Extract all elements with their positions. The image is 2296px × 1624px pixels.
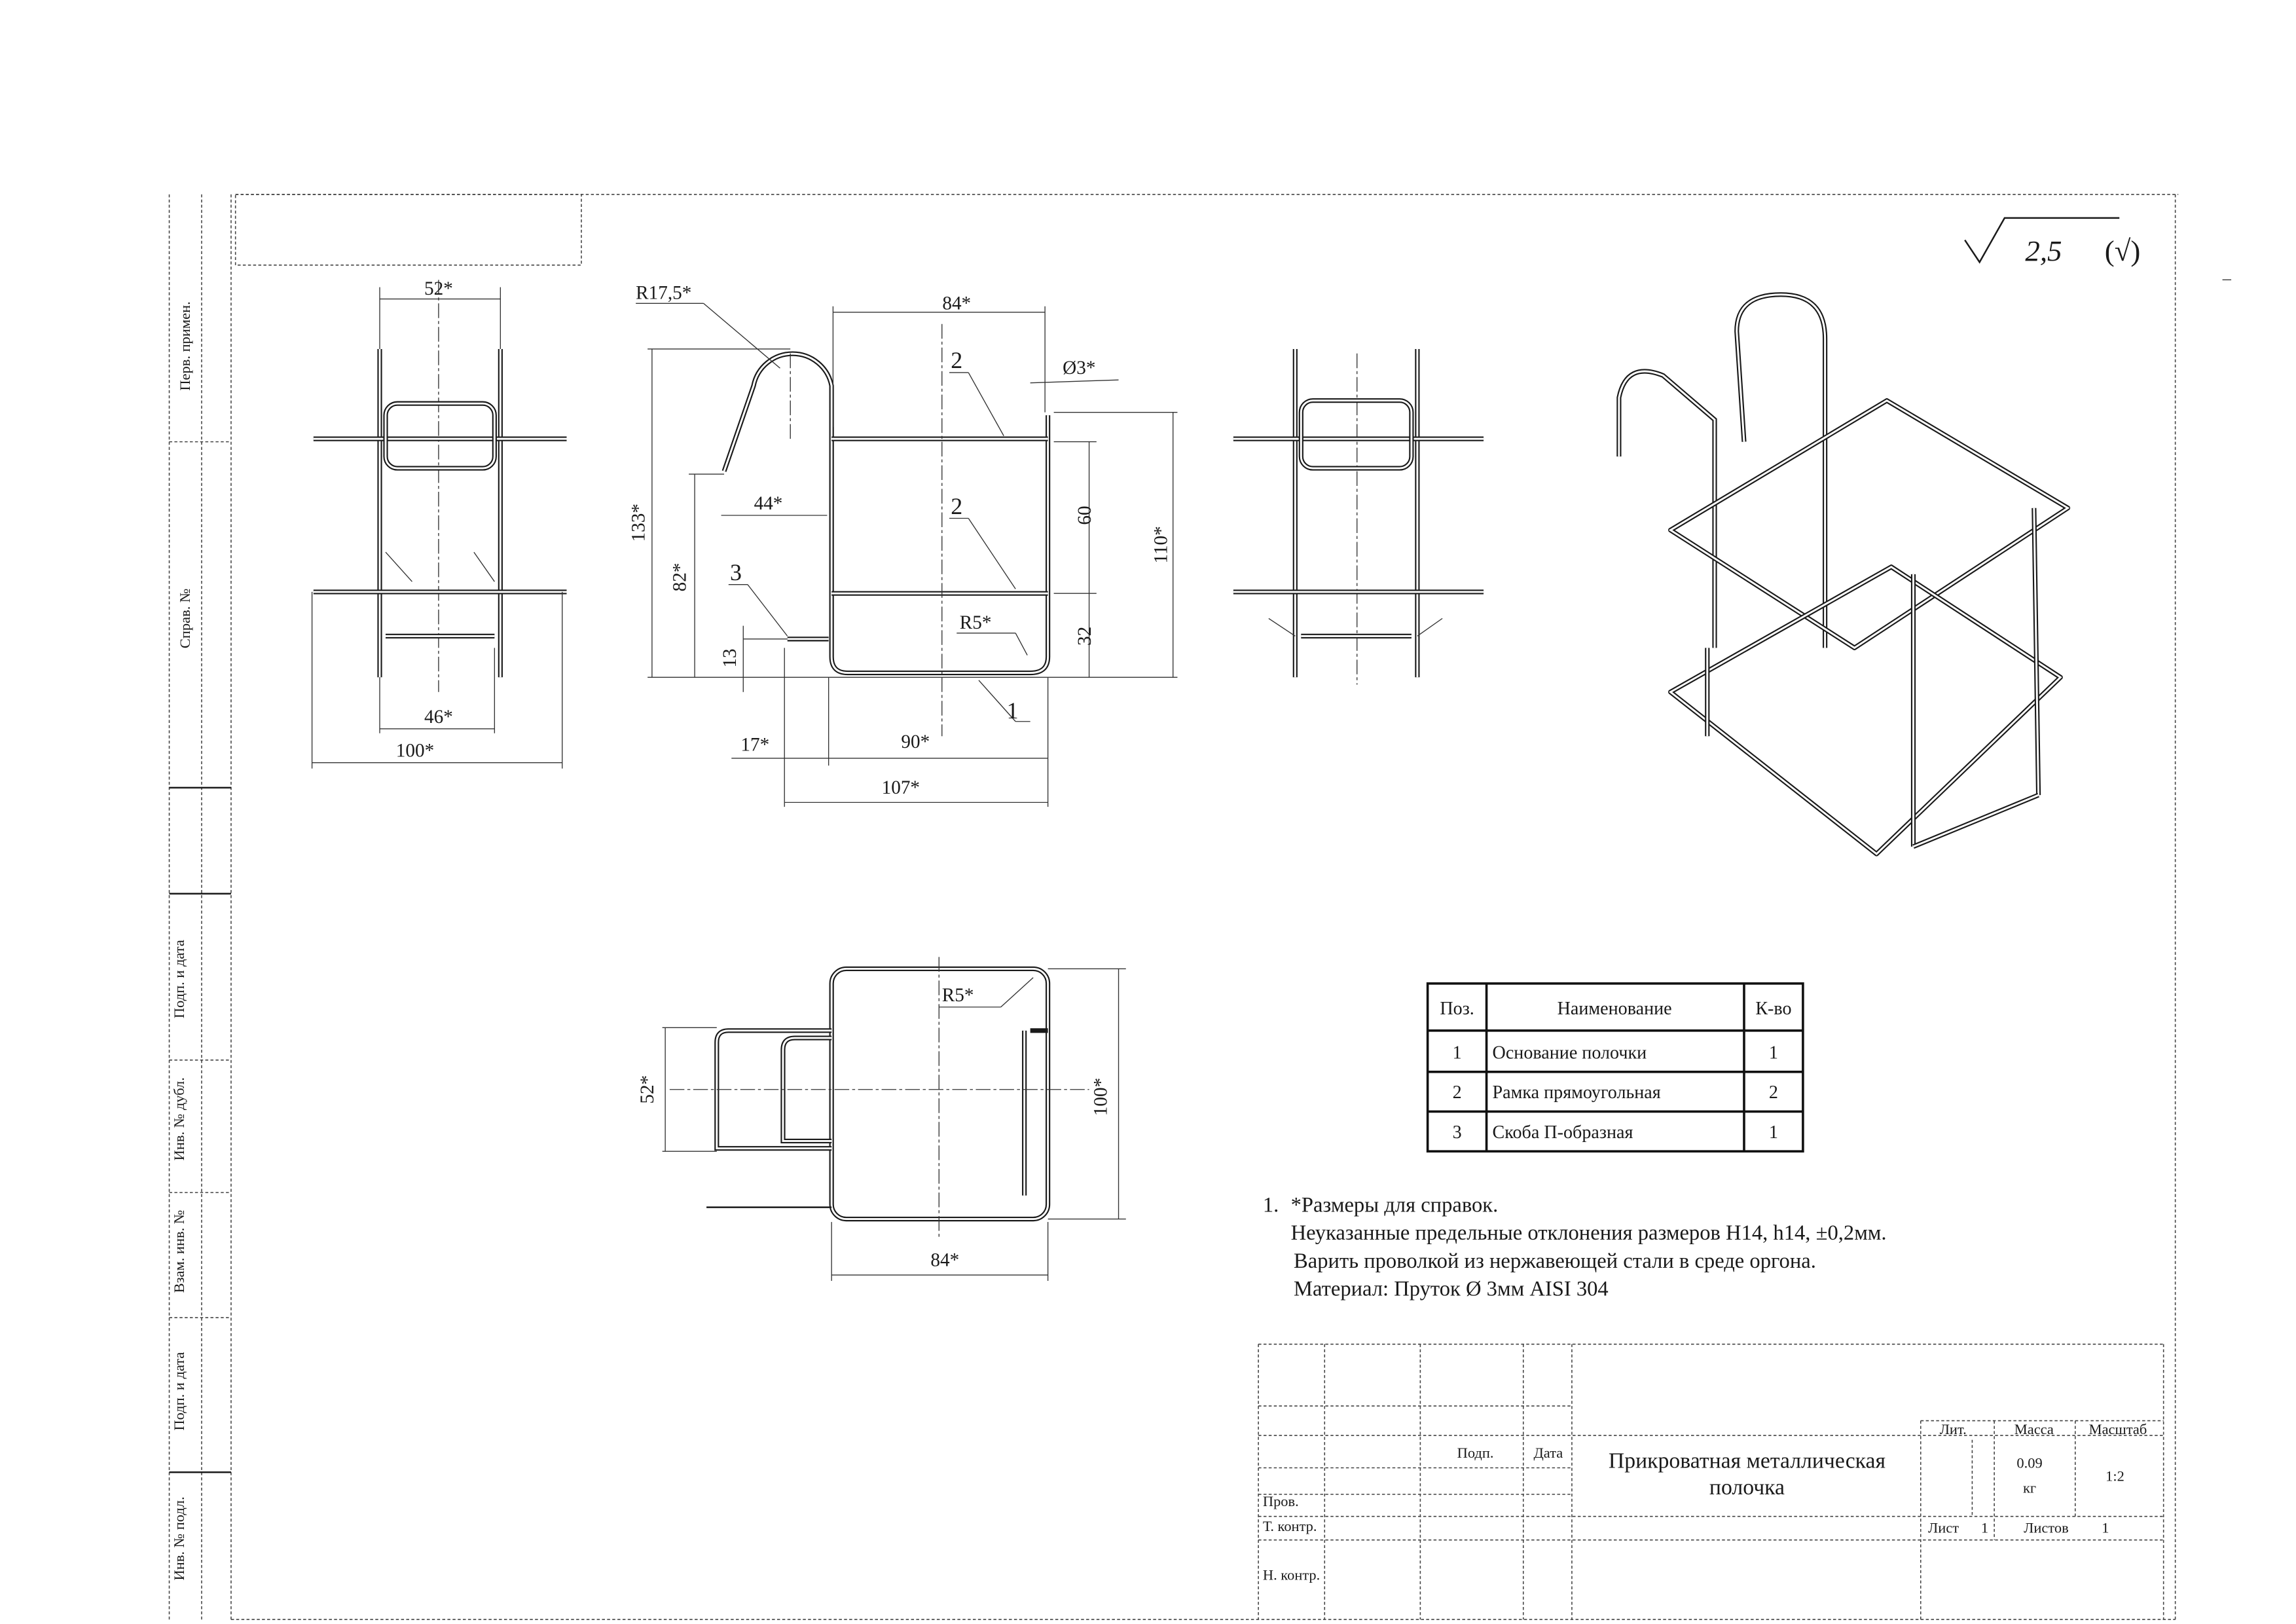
title-sheet-value: 1 (1981, 1519, 1988, 1536)
right-view (1233, 348, 1484, 685)
top-view: 52* 100* R5* 84* (637, 957, 1126, 1282)
dim-side-44: 44* (754, 493, 783, 514)
dim-front-52: 52* (424, 278, 453, 299)
table-cell-qty: 1 (1769, 1043, 1778, 1063)
strip-label-dup-inv: Инв. № дубл. (171, 1077, 187, 1160)
strip-label-first-use: Перв. примен. (177, 301, 193, 390)
dim-top-r5: R5* (942, 985, 974, 1006)
table-cell-name: Рамка прямоугольная (1493, 1082, 1661, 1103)
drawing-title-line-1: Прикроватная металлическая (1609, 1449, 1886, 1473)
table-row: 2 Рамка прямоугольная 2 (1453, 1082, 1778, 1103)
dim-top-100: 100* (1091, 1078, 1112, 1116)
title-sheets-label: Листов (2024, 1519, 2069, 1536)
title-scale-label: Масштаб (2089, 1421, 2147, 1437)
table-row: 1 Основание полочки 1 (1453, 1043, 1778, 1063)
title-mass-label: Масса (2014, 1421, 2054, 1437)
note-number: 1. (1263, 1193, 1279, 1217)
dim-front-100: 100* (396, 741, 434, 762)
note-line-3: Варить проволкой из нержавеющей стали в … (1294, 1249, 1816, 1273)
table-cell-name: Основание полочки (1493, 1043, 1647, 1063)
drawing-title-line-2: полочка (1709, 1475, 1785, 1500)
roughness-bracket: (√) (2105, 234, 2141, 267)
note-line-4: Материал: Пруток Ø 3мм AISI 304 (1294, 1277, 1609, 1301)
side-strip: Перв. примен. Справ. № Подп. и дата Инв.… (168, 194, 231, 1620)
isometric-view (1616, 292, 2071, 857)
table-cell-name: Скоба П-образная (1493, 1122, 1633, 1143)
dim-side-r5: R5* (960, 612, 992, 633)
callout-pos-2-lower: 2 (951, 493, 962, 519)
strip-label-repl-inv: Взам. инв. № (171, 1210, 187, 1293)
title-mass-unit: кг (2023, 1480, 2036, 1496)
title-date-label: Дата (1533, 1445, 1563, 1461)
roughness-symbol: 2,5 (√) (1964, 217, 2141, 267)
strip-label-sign-date: Подп. и дата (171, 940, 187, 1018)
dim-top-52: 52* (637, 1075, 658, 1104)
table-cell-pos: 1 (1453, 1043, 1462, 1063)
table-header-pos: Поз. (1440, 999, 1474, 1019)
title-sheet-label: Лист (1928, 1519, 1959, 1536)
front-view: 52* 46* 100* (311, 278, 567, 769)
dim-side-r17-5: R17,5* (636, 283, 691, 304)
strip-label-ref-no: Справ. № (177, 589, 193, 649)
table-row: 3 Скоба П-образная 1 (1453, 1122, 1778, 1143)
dim-side-17: 17* (740, 735, 769, 756)
dim-side-133: 133* (629, 504, 649, 542)
dim-side-107: 107* (882, 777, 920, 798)
title-checked-label: Пров. (1263, 1493, 1299, 1509)
title-mass-value: 0.09 (2016, 1455, 2042, 1471)
strip-label-orig-inv: Инв. № подл. (171, 1496, 187, 1580)
dim-side-rod-dia: Ø3* (1063, 358, 1095, 378)
strip-label-sign-date-2: Подп. и дата (171, 1352, 187, 1431)
dim-side-90: 90* (901, 731, 930, 752)
dim-front-46: 46* (424, 707, 453, 728)
callout-pos-1: 1 (1007, 697, 1019, 724)
title-scale-value: 1:2 (2105, 1468, 2124, 1485)
dim-side-110: 110* (1151, 526, 1172, 563)
dim-side-32: 32 (1074, 627, 1095, 646)
title-tech-control-label: Т. контр. (1263, 1518, 1317, 1534)
callout-pos-3: 3 (730, 559, 742, 585)
roughness-value: 2,5 (2025, 234, 2062, 267)
technical-notes: 1. *Размеры для справок. Неуказанные пре… (1263, 1193, 1887, 1301)
table-cell-qty: 2 (1769, 1082, 1778, 1103)
title-sign-label: Подп. (1457, 1445, 1494, 1461)
callout-pos-2-upper: 2 (951, 347, 962, 373)
table-cell-pos: 2 (1453, 1082, 1462, 1103)
table-cell-pos: 3 (1453, 1122, 1462, 1143)
table-header-qty: К-во (1755, 999, 1791, 1019)
dim-side-13: 13 (720, 648, 740, 667)
title-block: Подп. Дата Пров. Т. контр. Н. контр. При… (1258, 1343, 2164, 1620)
table-cell-qty: 1 (1769, 1122, 1778, 1143)
dim-side-84: 84* (942, 293, 971, 314)
table-header-name: Наименование (1558, 999, 1672, 1019)
note-line-2: Неуказанные предельные отклонения размер… (1291, 1221, 1887, 1245)
title-lit-label: Лит. (1940, 1421, 1967, 1437)
title-norm-control-label: Н. контр. (1263, 1566, 1320, 1583)
title-sheets-value: 1 (2102, 1519, 2109, 1536)
dim-top-84: 84* (930, 1250, 959, 1271)
note-line-1: *Размеры для справок. (1291, 1193, 1499, 1217)
parts-table: Поз. Наименование К-во 1 Основание полоч… (1426, 982, 1804, 1153)
dim-side-60: 60 (1074, 506, 1095, 525)
dim-side-82: 82* (670, 563, 691, 592)
side-view: 133* 82* 44* 84* R17,5* Ø3* 60 32 110* 1… (629, 283, 1178, 807)
sheet-frame (230, 194, 2232, 1620)
